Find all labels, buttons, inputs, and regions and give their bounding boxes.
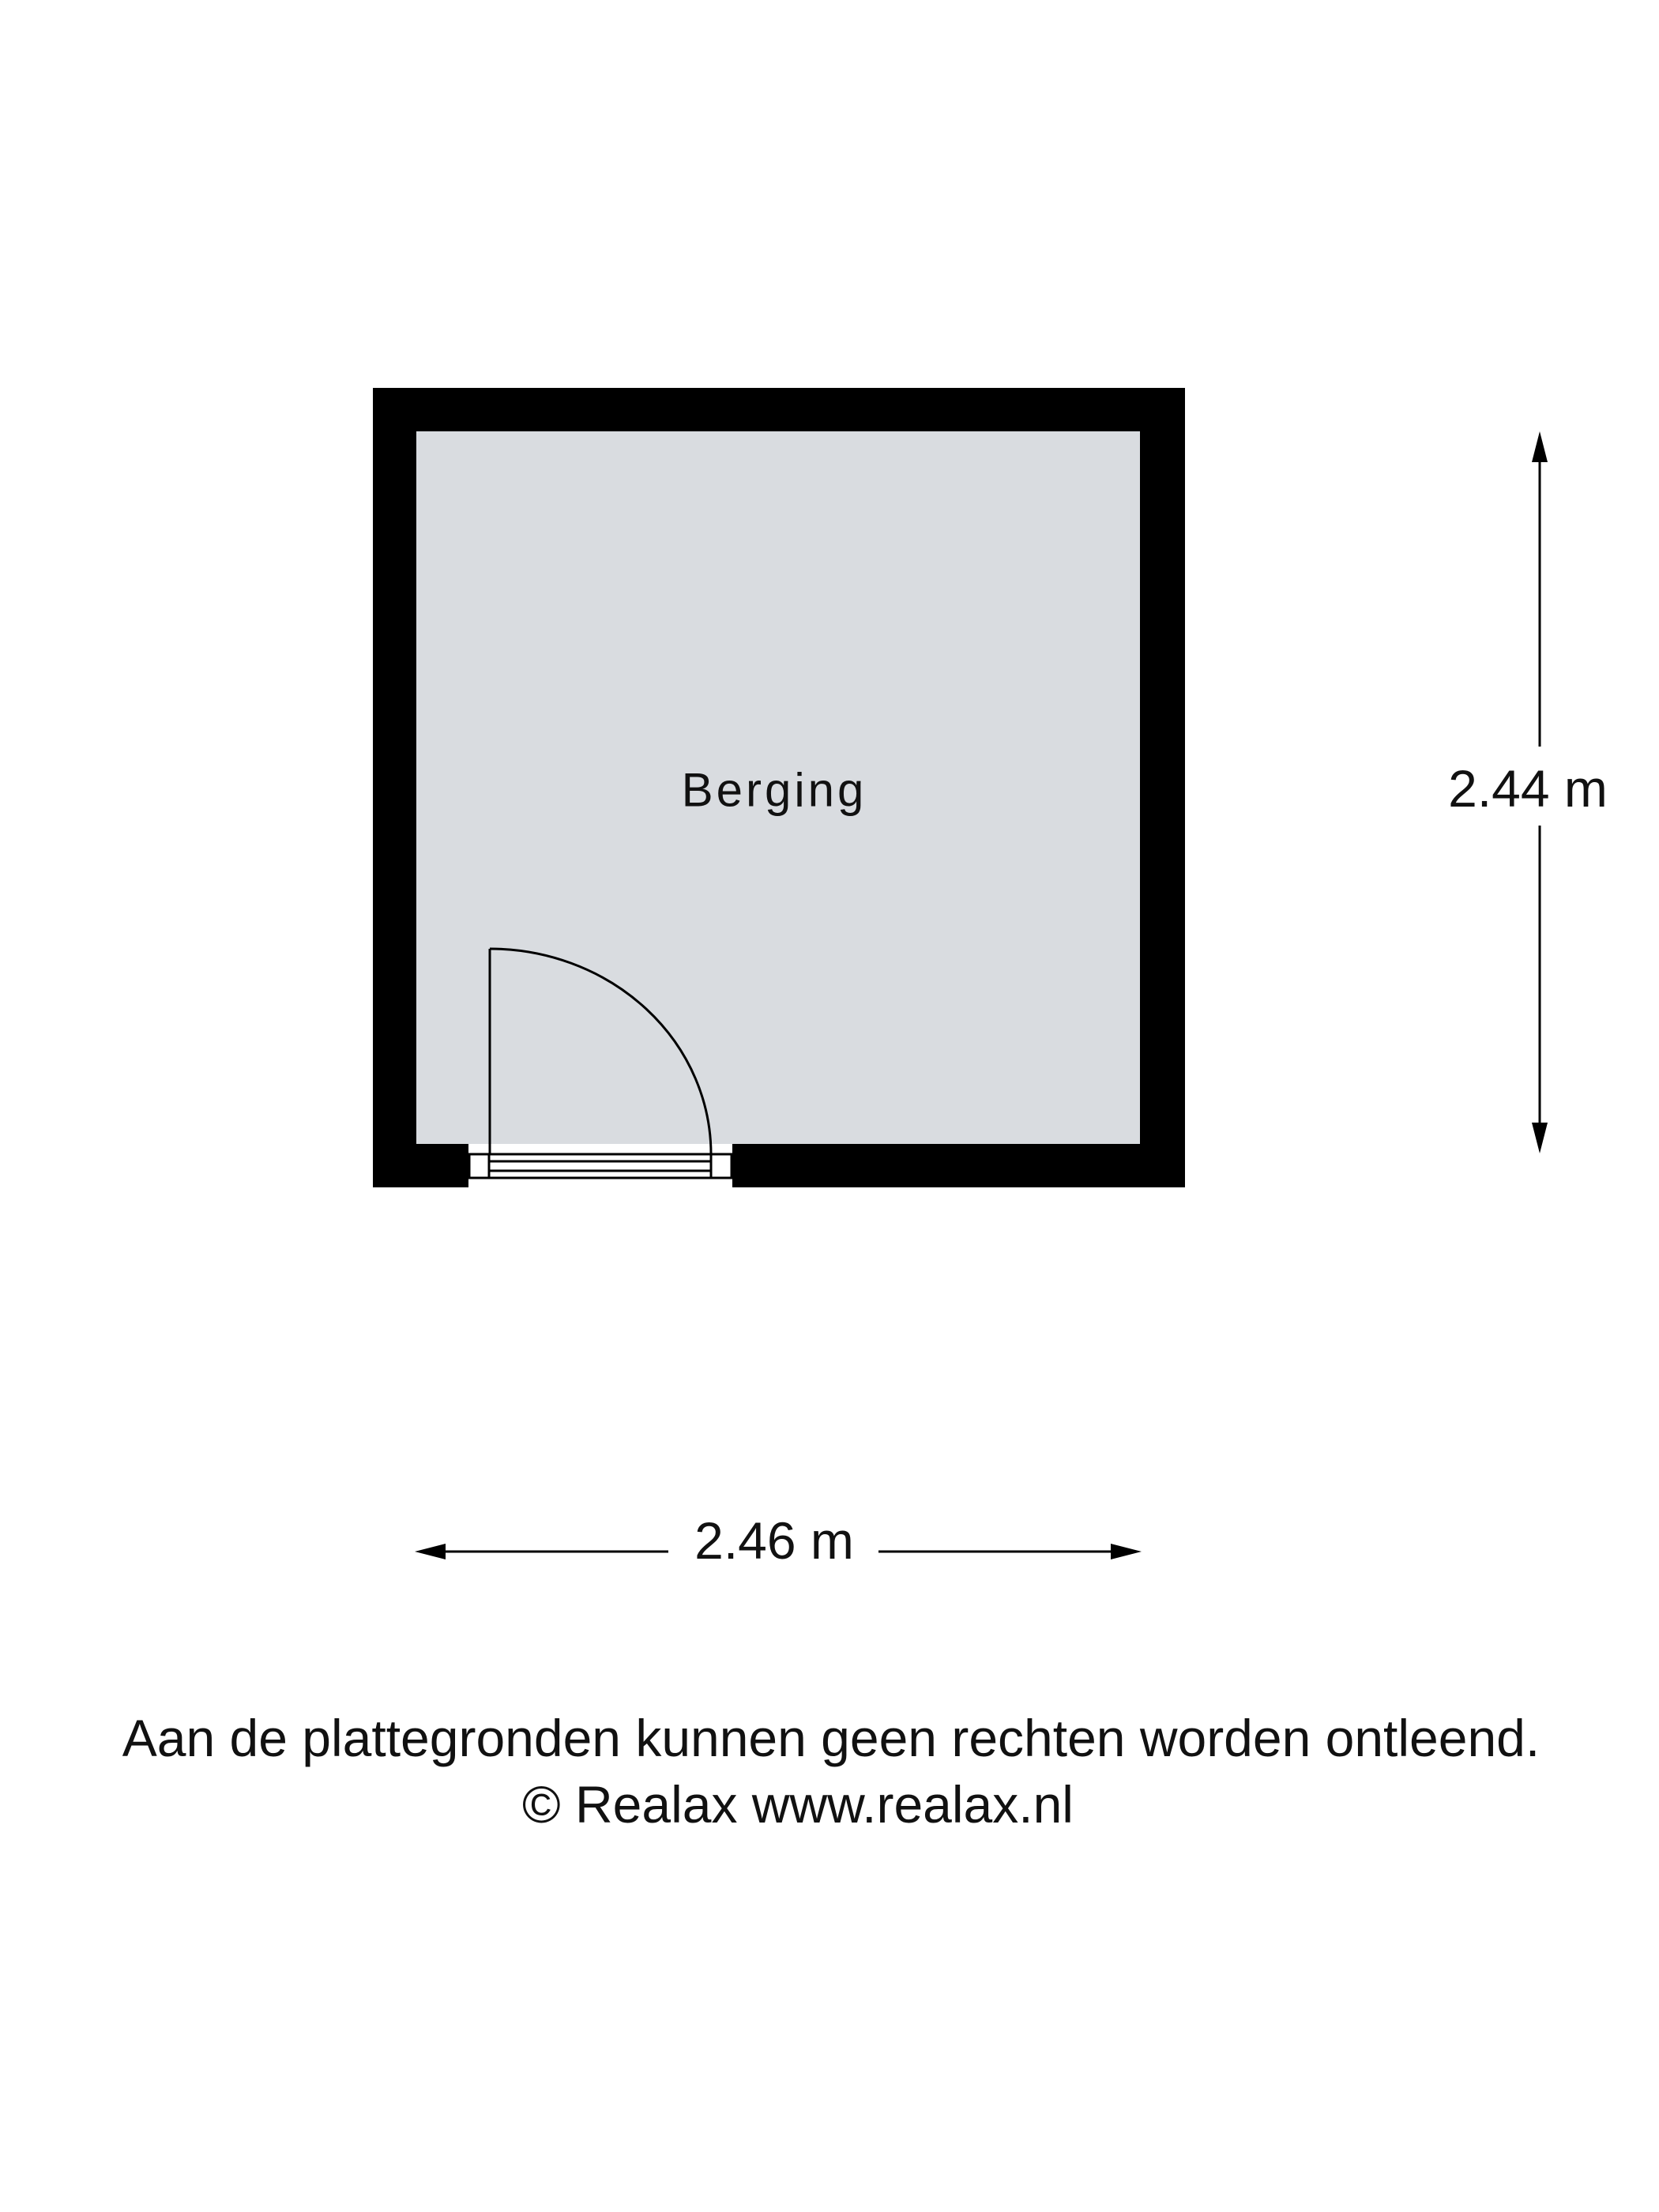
height-dimension-label: 2.44 m [1448, 759, 1608, 818]
height-dimension-arrow [1532, 431, 1548, 1153]
door-opening [468, 1144, 732, 1188]
door-threshold [468, 1153, 733, 1179]
copyright-text: © Realax www.realax.nl [522, 1775, 1074, 1834]
door-swing [488, 947, 713, 1155]
room-label: Berging [681, 763, 867, 817]
disclaimer-text: Aan de plattegronden kunnen geen rechten… [122, 1709, 1540, 1767]
width-dimension-arrow [415, 1544, 1142, 1559]
room-floor [416, 431, 1140, 1144]
width-dimension-label: 2.46 m [694, 1511, 854, 1570]
